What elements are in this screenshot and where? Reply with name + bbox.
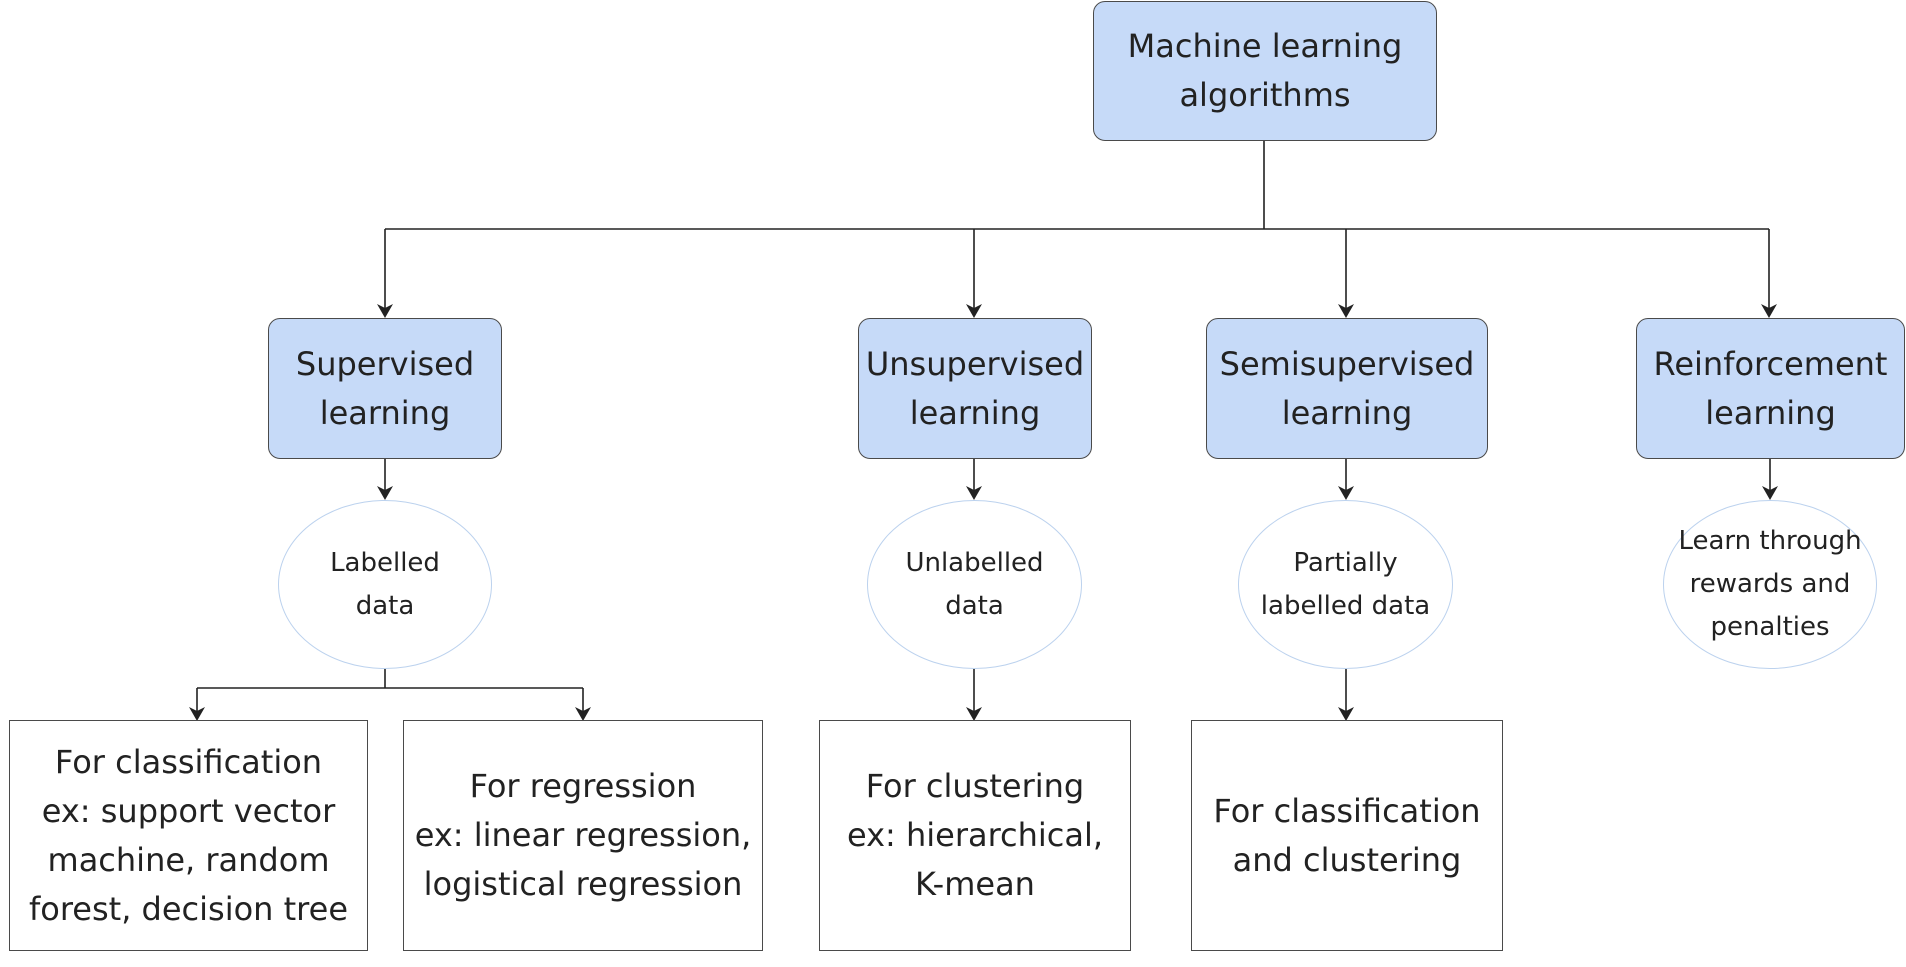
root-node: Machine learning algorithms	[1093, 1, 1437, 141]
clustering-example-box: For clustering ex: hierarchical, K-mean	[819, 720, 1131, 951]
regression-example-label: For regression ex: linear regression, lo…	[414, 767, 752, 903]
semisupervised-learning-label: Semisupervised learning	[1219, 344, 1475, 432]
unlabelled-data-oval: Unlabelled data	[867, 500, 1082, 669]
supervised-learning-label: Supervised learning	[295, 344, 475, 432]
reinforcement-learning-node: Reinforcement learning	[1636, 318, 1905, 459]
unsupervised-learning-label: Unsupervised learning	[865, 344, 1085, 432]
classification-example-label: For classification ex: support vector ma…	[29, 742, 348, 928]
reinforcement-learning-label: Reinforcement learning	[1653, 344, 1888, 432]
root-label: Machine learning algorithms	[1127, 27, 1403, 114]
classification-clustering-example-box: For classification and clustering	[1191, 720, 1503, 951]
regression-example-box: For regression ex: linear regression, lo…	[403, 720, 763, 951]
unsupervised-learning-node: Unsupervised learning	[858, 318, 1092, 459]
supervised-learning-node: Supervised learning	[268, 318, 502, 459]
classification-example-box: For classification ex: support vector ma…	[9, 720, 368, 951]
labelled-data-label: Labelled data	[330, 547, 440, 621]
unlabelled-data-label: Unlabelled data	[905, 547, 1044, 621]
rewards-penalties-label: Learn through rewards and penalties	[1678, 526, 1862, 642]
semisupervised-learning-node: Semisupervised learning	[1206, 318, 1488, 459]
classification-clustering-example-label: For classification and clustering	[1213, 791, 1481, 879]
rewards-penalties-oval: Learn through rewards and penalties	[1663, 500, 1877, 669]
clustering-example-label: For clustering ex: hierarchical, K-mean	[846, 767, 1104, 903]
partially-labelled-data-oval: Partially labelled data	[1238, 500, 1453, 669]
partially-labelled-data-label: Partially labelled data	[1260, 547, 1431, 621]
labelled-data-oval: Labelled data	[278, 500, 492, 669]
